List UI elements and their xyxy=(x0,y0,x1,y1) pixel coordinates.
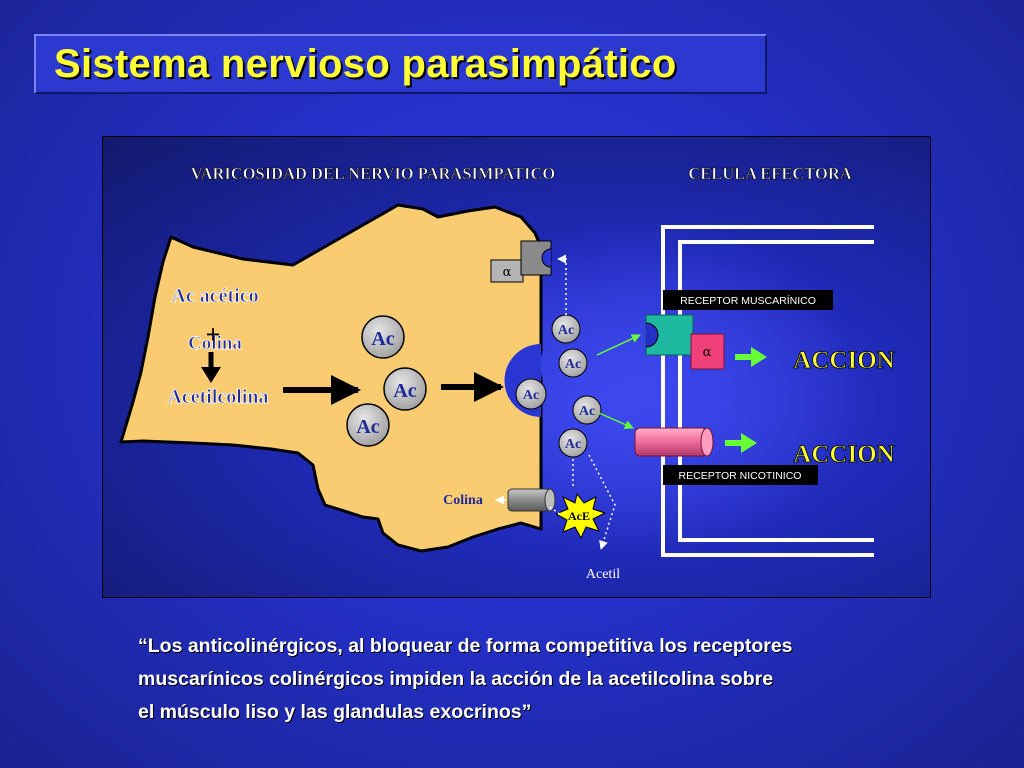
ac-molecule: Ac xyxy=(515,378,547,410)
label-ac-acetico: Ac acético xyxy=(171,285,258,307)
accion-arrow-2 xyxy=(725,433,757,453)
svg-text:Ac: Ac xyxy=(558,323,574,338)
choline-transporter xyxy=(507,488,556,512)
heading-celula-efectora: CELULA EFECTORA xyxy=(688,164,851,183)
synthesis-arrow-head xyxy=(201,367,221,383)
ac-molecule: Ac xyxy=(558,428,588,458)
receptor-muscarinico-label: RECEPTOR MUSCARÍNICO xyxy=(663,290,833,310)
quote-line: muscarínicos colinérgicos impiden la acc… xyxy=(138,668,774,690)
svg-text:Ac: Ac xyxy=(371,328,394,350)
accion-label-1: ACCION xyxy=(793,347,894,374)
label-colina-bottom: Colina xyxy=(443,493,483,508)
ac-molecule: Ac xyxy=(572,395,602,425)
ace-burst: AcE xyxy=(554,492,607,540)
muscarinic-receptor: α xyxy=(645,314,725,370)
svg-text:AcE: AcE xyxy=(568,509,590,523)
binding-arrow-nicotinic xyxy=(598,412,634,429)
slide-title: Sistema nervioso parasimpático xyxy=(54,42,677,86)
title-box: Sistema nervioso parasimpático xyxy=(34,34,767,94)
label-acetilcolina: Acetilcolina xyxy=(167,386,268,408)
nicotinic-receptor xyxy=(634,427,714,457)
alpha-symbol-muscarinic: α xyxy=(703,345,712,360)
ac-vesicle-large: Ac xyxy=(361,315,405,359)
quote-text: “Los anticolinérgicos, al bloquear de fo… xyxy=(138,630,938,729)
svg-text:RECEPTOR NICOTINICO: RECEPTOR NICOTINICO xyxy=(679,470,802,482)
colina-split-line xyxy=(549,506,562,516)
svg-text:RECEPTOR MUSCARÍNICO: RECEPTOR MUSCARÍNICO xyxy=(680,294,816,307)
svg-text:Ac: Ac xyxy=(393,380,416,402)
svg-text:Ac: Ac xyxy=(579,404,595,419)
diagram-panel: VARICOSIDAD DEL NERVIO PARASIMPATICO CEL… xyxy=(102,136,931,598)
synapse-diagram: VARICOSIDAD DEL NERVIO PARASIMPATICO CEL… xyxy=(119,164,895,582)
alpha-symbol: α xyxy=(503,265,512,280)
feedback-arrow xyxy=(557,254,567,315)
binding-arrow-muscarinic xyxy=(596,334,641,356)
label-acetil: Acetil xyxy=(586,567,620,582)
quote-line: “Los anticolinérgicos, al bloquear de fo… xyxy=(138,635,793,657)
accion-label-2: ACCION xyxy=(793,441,894,468)
effector-membrane-outer xyxy=(661,225,874,557)
accion-arrow-1 xyxy=(735,347,767,367)
svg-text:Ac: Ac xyxy=(356,416,379,438)
ac-vesicle-large: Ac xyxy=(383,367,427,411)
receptor-nicotinico-label: RECEPTOR NICOTINICO xyxy=(663,465,818,485)
presynaptic-alpha-receptor: α xyxy=(490,240,552,283)
plus-sign: + xyxy=(206,320,221,349)
ac-vesicle-large: Ac xyxy=(346,403,390,447)
heading-varicosidad: VARICOSIDAD DEL NERVIO PARASIMPATICO xyxy=(191,164,556,183)
effector-membrane-inner xyxy=(678,240,874,542)
acetil-arrow xyxy=(588,454,616,550)
label-colina-top: Colina xyxy=(188,333,242,354)
ac-molecule: Ac xyxy=(551,314,581,344)
svg-text:Ac: Ac xyxy=(523,388,539,403)
svg-text:Ac: Ac xyxy=(565,437,581,452)
quote-line: el músculo liso y las glandulas exocrino… xyxy=(138,701,532,723)
ac-molecule: Ac xyxy=(558,348,588,378)
svg-text:Ac: Ac xyxy=(565,357,581,372)
